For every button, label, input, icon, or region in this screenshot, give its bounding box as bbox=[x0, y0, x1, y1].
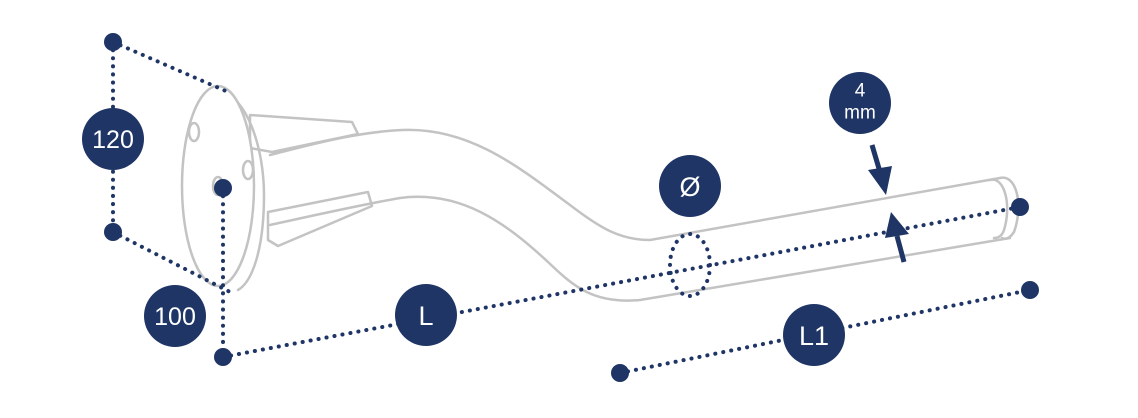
label-height: 120 bbox=[92, 126, 134, 154]
dim-dot bbox=[214, 348, 232, 366]
label-hole-spacing: 100 bbox=[154, 303, 196, 331]
label-thickness-value: 4 bbox=[855, 81, 866, 102]
badge-length-l1: L1 bbox=[783, 304, 845, 366]
thickness-arrow-upper bbox=[869, 144, 883, 173]
dim-dot bbox=[104, 33, 122, 51]
bracket-outline bbox=[180, 84, 1020, 302]
tube-lower-edge bbox=[268, 195, 1012, 302]
dim-line-bottom-diagonal bbox=[111, 230, 232, 294]
badge-diameter: Ø bbox=[659, 155, 721, 217]
tube-end-cap-inner bbox=[988, 178, 1009, 240]
dim-line-length bbox=[221, 205, 1022, 359]
mounting-hole-middle bbox=[241, 159, 255, 181]
dim-line-top-diagonal bbox=[111, 40, 230, 94]
label-diameter: Ø bbox=[679, 172, 700, 202]
badge-length: L bbox=[395, 284, 457, 346]
badge-hole-spacing: 100 bbox=[144, 285, 206, 347]
dim-dot bbox=[611, 364, 629, 382]
diameter-section bbox=[668, 232, 712, 298]
thickness-arrowhead-upper bbox=[868, 166, 892, 195]
dim-dot bbox=[1021, 281, 1039, 299]
badge-height: 120 bbox=[82, 108, 144, 170]
label-length-l1: L1 bbox=[799, 321, 829, 351]
thickness-arrowhead-lower bbox=[885, 212, 909, 238]
thickness-arrows bbox=[868, 144, 909, 263]
dim-dot bbox=[104, 223, 122, 241]
badge-thickness: 4 mm bbox=[829, 72, 891, 134]
thickness-arrow-lower bbox=[894, 235, 907, 263]
label-length: L bbox=[418, 301, 433, 331]
tube-end-cap bbox=[998, 176, 1020, 240]
dimension-lines bbox=[104, 33, 1039, 382]
dim-dot bbox=[1011, 198, 1029, 216]
dim-dot bbox=[214, 179, 232, 197]
lower-gusset bbox=[266, 190, 374, 248]
mounting-hole-top bbox=[187, 121, 201, 143]
label-thickness-unit: mm bbox=[844, 103, 876, 124]
tube-upper-edge bbox=[268, 128, 1002, 242]
